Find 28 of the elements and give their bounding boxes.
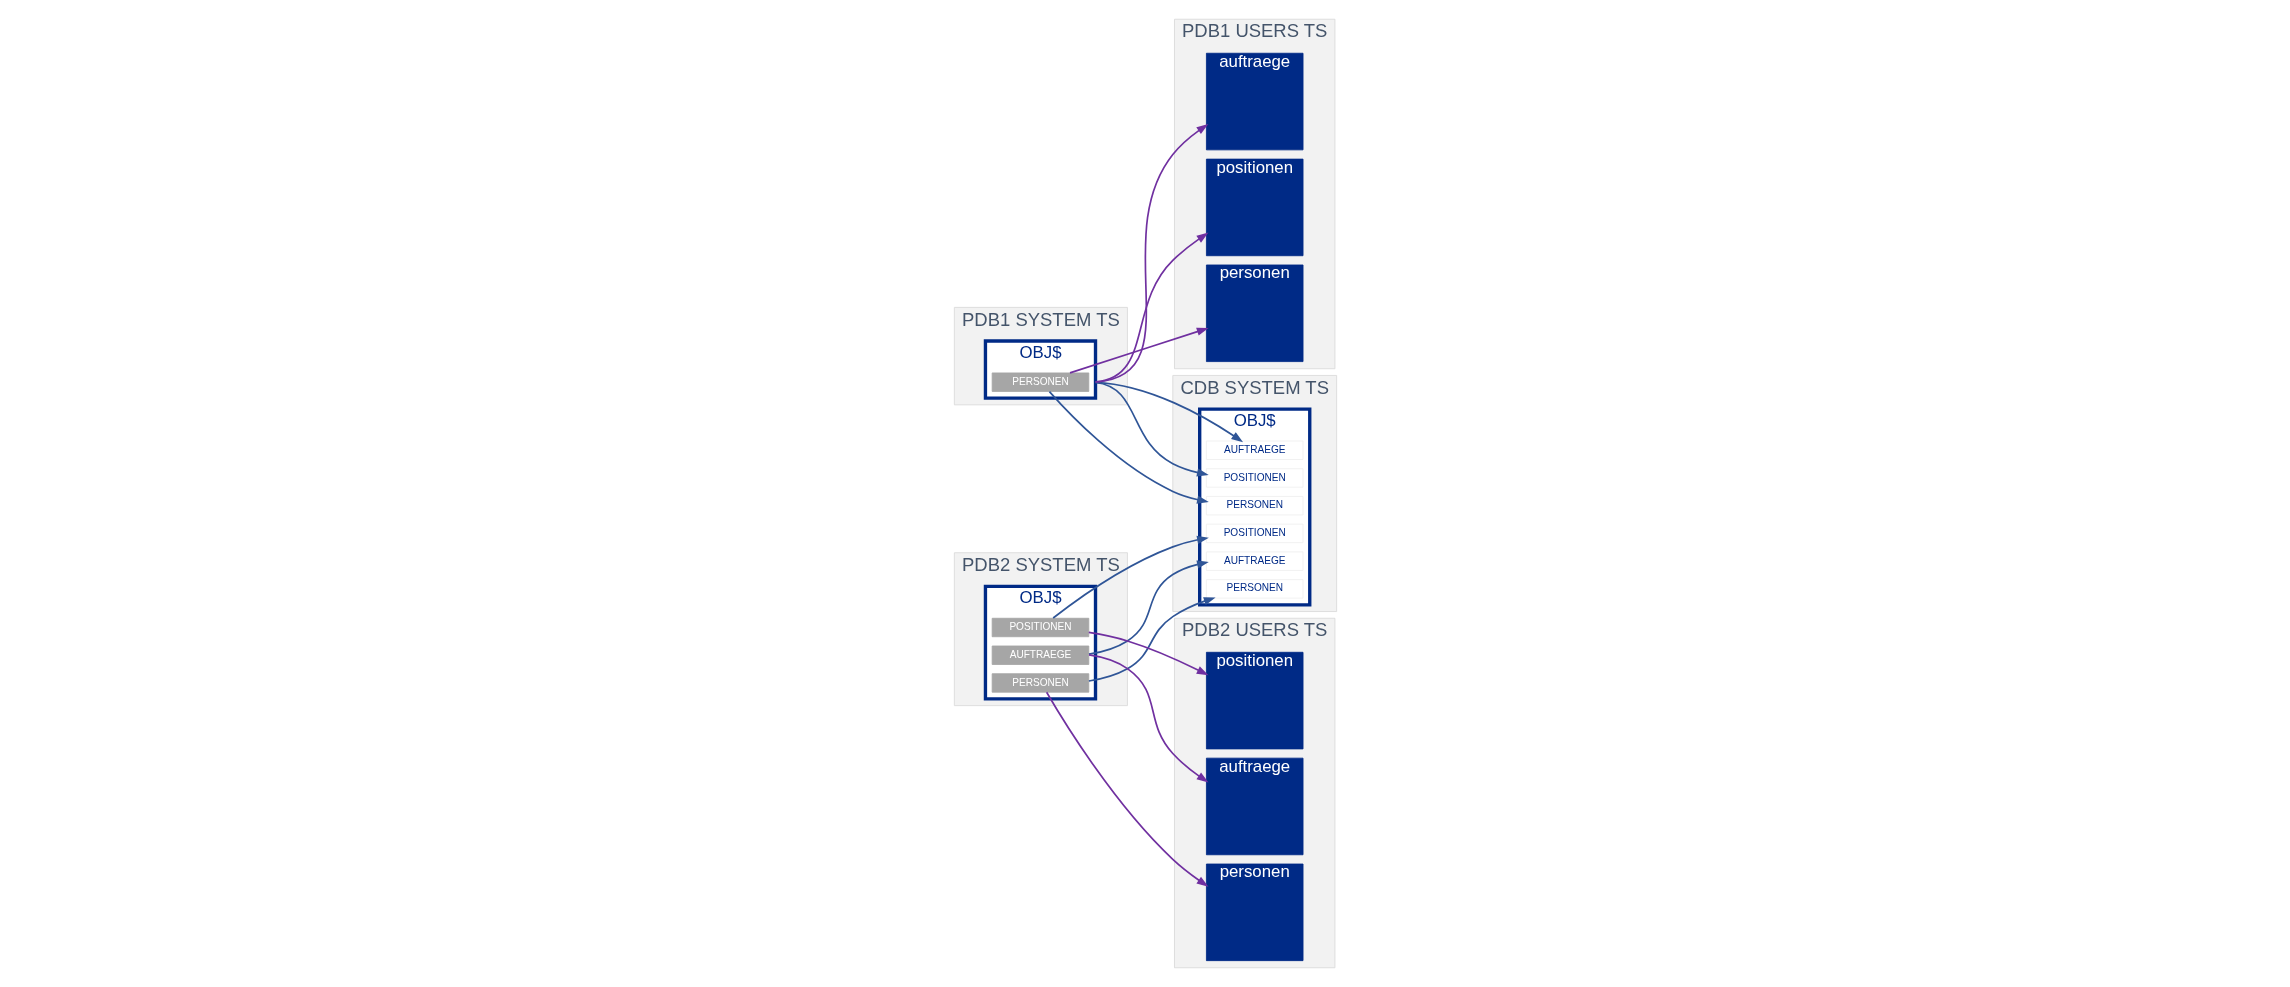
node-box: POSITIONEN	[1205, 468, 1303, 488]
arrow	[1094, 232, 1208, 383]
node-box: positionen	[1205, 651, 1303, 750]
node-box: auftraege	[1205, 52, 1303, 151]
arrow	[1051, 535, 1209, 619]
arrow	[1048, 390, 1209, 504]
arrow	[1068, 327, 1209, 374]
arrow	[1087, 560, 1209, 656]
node-box: AUFTRAEGE	[991, 645, 1089, 665]
arrow	[1087, 654, 1208, 783]
node-box: POSITIONEN	[991, 617, 1089, 638]
node-box: positionen	[1205, 158, 1303, 257]
node-box: auftraege	[1205, 757, 1303, 856]
node-box: AUFTRAEGE	[1205, 551, 1303, 571]
arrow	[1094, 381, 1209, 477]
node-box: PERSONEN	[1205, 579, 1303, 599]
node-box: PERSONEN	[1205, 496, 1303, 516]
arrow	[1094, 124, 1208, 383]
node-box: AUFTRAEGE	[1205, 440, 1303, 460]
node-box: POSITIONEN	[1205, 523, 1303, 544]
node-box: personen	[1205, 264, 1303, 362]
arrow	[1087, 631, 1208, 676]
node-box: PERSONEN	[991, 673, 1089, 693]
arrow	[1094, 381, 1243, 443]
node-box: PERSONEN	[991, 372, 1089, 392]
arrow	[1045, 691, 1208, 887]
node-box: personen	[1205, 863, 1303, 962]
arrow	[1087, 597, 1216, 682]
